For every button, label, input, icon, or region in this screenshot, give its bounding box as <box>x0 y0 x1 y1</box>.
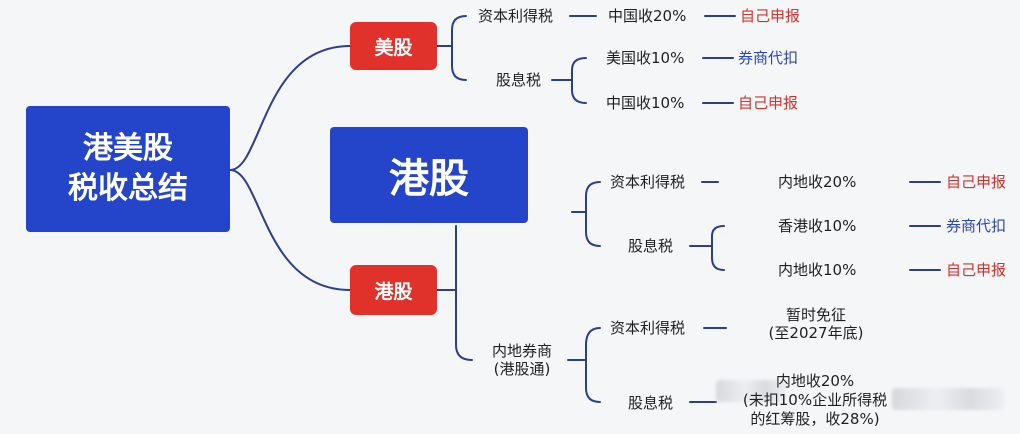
hk-capital-gains-label: 资本利得税 <box>610 173 686 191</box>
mainland-dividend-label: 股息税 <box>628 394 674 412</box>
mainland-dividend-rule-line1: 内地收20% <box>775 372 855 390</box>
us-capital-gains-label: 资本利得税 <box>478 7 554 25</box>
us-stock-node: 美股 <box>350 22 437 70</box>
mainland-capital-gains-label: 资本利得税 <box>610 319 686 337</box>
us-dividend-action-2: 自己申报 <box>738 94 799 112</box>
root-title-line2: 税收总结 <box>68 171 188 206</box>
hk-dividend-label: 股息税 <box>628 237 674 255</box>
us-dividend-action-1: 券商代扣 <box>738 49 799 67</box>
hk-big-title: 港股 <box>389 156 469 202</box>
hk-capital-gains-rule: 内地收20% <box>778 173 857 191</box>
us-dividend-rule-1: 美国收10% <box>606 49 685 67</box>
us-capital-gains-action: 自己申报 <box>740 7 801 25</box>
mainland-capital-gains-rule-line1: 暂时免征 <box>785 306 846 324</box>
mainland-dividend-rule: 内地收20% (未扣10%企业所得税 的红筹股，收28%) <box>722 372 908 429</box>
mainland-broker-label: 内地券商 (港股通) <box>478 342 566 378</box>
mainland-broker-line1: 内地券商 <box>491 342 552 360</box>
root-title-box: 港美股 税收总结 <box>26 106 230 232</box>
us-capital-gains-rule: 中国收20% <box>608 7 687 25</box>
us-stock-label: 美股 <box>374 36 413 59</box>
us-dividend-rule-2: 中国收10% <box>606 94 685 112</box>
hk-dividend-action-1: 券商代扣 <box>946 217 1007 235</box>
root-title-line1: 港美股 <box>83 131 173 166</box>
mainland-dividend-rule-line2: (未扣10%企业所得税 <box>742 391 888 409</box>
watermark-blur-right <box>892 388 1004 410</box>
hk-stock-label: 港股 <box>374 280 413 303</box>
hk-big-title-box: 港股 <box>330 127 528 223</box>
hk-stock-node: 港股 <box>350 265 437 315</box>
watermark-blur-left <box>716 380 786 402</box>
mainland-dividend-rule-line3: 的红筹股，收28%) <box>750 410 880 428</box>
us-dividend-label: 股息税 <box>496 71 542 89</box>
mainland-capital-gains-rule-line2: (至2027年底) <box>768 324 864 342</box>
hk-dividend-rule-2: 内地收10% <box>778 261 857 279</box>
hk-capital-gains-action: 自己申报 <box>946 173 1007 191</box>
mainland-broker-line2: (港股通) <box>493 360 551 378</box>
hk-dividend-action-2: 自己申报 <box>946 261 1007 279</box>
hk-dividend-rule-1: 香港收10% <box>778 217 857 235</box>
mainland-capital-gains-rule: 暂时免征 (至2027年底) <box>736 306 896 342</box>
